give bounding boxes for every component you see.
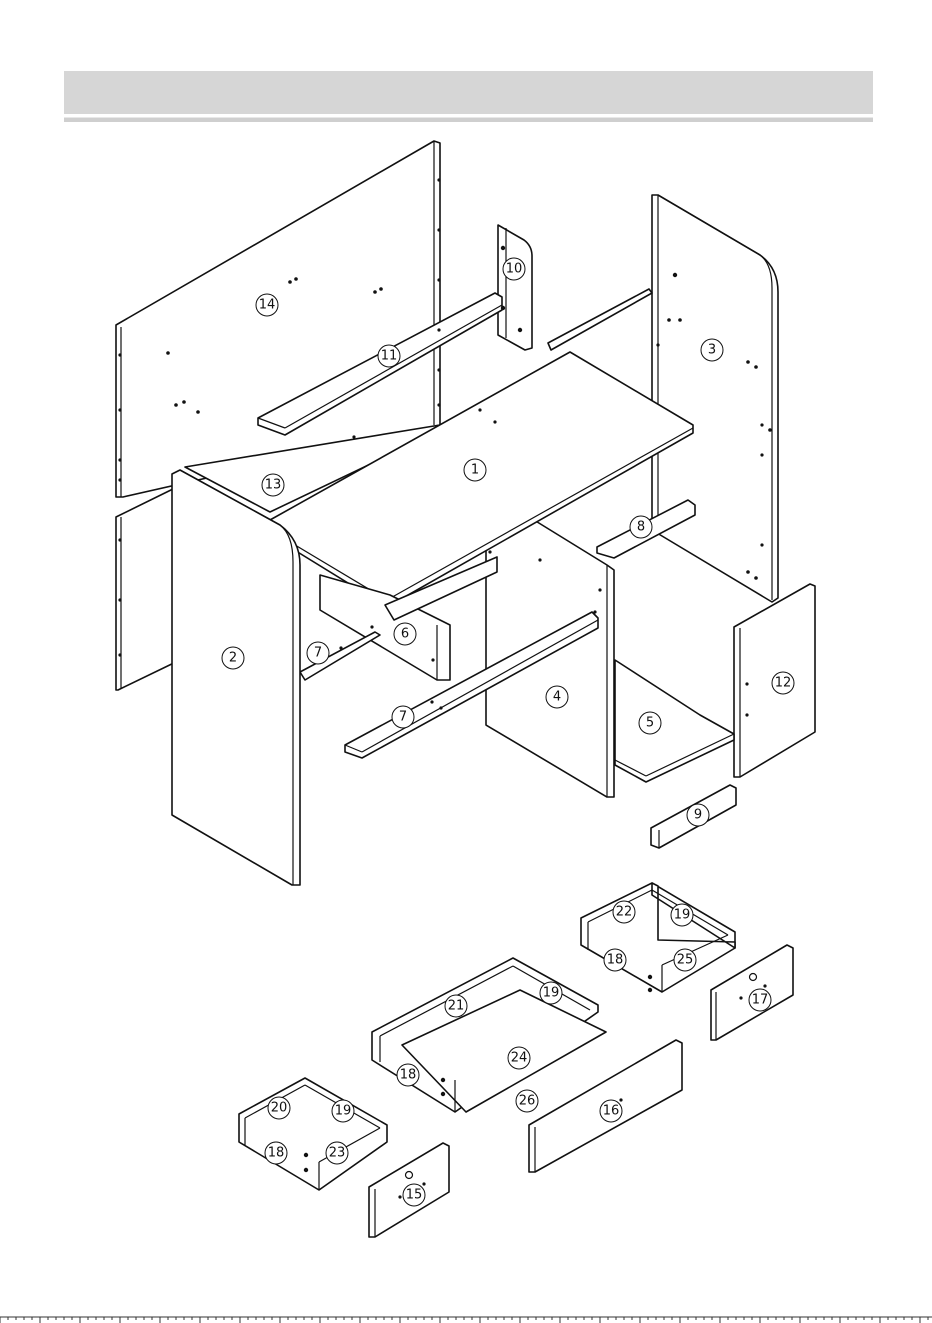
callout-23: 23: [326, 1142, 348, 1164]
callout-17: 17: [749, 989, 771, 1011]
svg-text:18: 18: [607, 953, 624, 968]
svg-text:9: 9: [694, 808, 702, 823]
svg-text:15: 15: [406, 1188, 423, 1203]
callout-19-right: 19: [671, 904, 693, 926]
svg-text:20: 20: [271, 1101, 288, 1116]
callout-8: 8: [630, 516, 652, 538]
drawer-center-box: [372, 958, 606, 1112]
svg-text:7: 7: [314, 646, 322, 661]
left-side-panel: [172, 470, 300, 885]
bottom-ruler: [0, 1316, 932, 1323]
callout-19-left: 19: [332, 1100, 354, 1122]
drawer-right-box: [581, 883, 735, 992]
dowel-rod: [548, 289, 652, 350]
callout-9: 9: [687, 804, 709, 826]
svg-text:4: 4: [553, 690, 561, 705]
callout-15: 15: [403, 1184, 425, 1206]
callout-24: 24: [508, 1047, 530, 1069]
callout-1: 1: [464, 459, 486, 481]
svg-text:25: 25: [677, 953, 694, 968]
svg-text:1: 1: [471, 463, 479, 478]
callout-4: 4: [546, 686, 568, 708]
callout-13: 13: [262, 474, 284, 496]
callout-12: 12: [772, 672, 794, 694]
svg-text:23: 23: [329, 1146, 346, 1161]
svg-text:2: 2: [229, 651, 237, 666]
drawer-left-box: [239, 1078, 387, 1190]
svg-text:14: 14: [259, 298, 276, 313]
callout-11: 11: [378, 345, 400, 367]
svg-text:19: 19: [543, 986, 560, 1001]
svg-text:5: 5: [646, 716, 654, 731]
callout-6: 6: [394, 623, 416, 645]
callout-3: 3: [701, 339, 723, 361]
callout-16: 16: [600, 1100, 622, 1122]
right-side-panel: [652, 195, 778, 602]
svg-text:18: 18: [400, 1068, 417, 1083]
callout-18-left: 18: [265, 1142, 287, 1164]
svg-text:19: 19: [335, 1104, 352, 1119]
callout-25: 25: [674, 949, 696, 971]
svg-text:19: 19: [674, 908, 691, 923]
svg-text:13: 13: [265, 478, 282, 493]
callout-10: 10: [503, 258, 525, 280]
svg-text:7: 7: [399, 710, 407, 725]
svg-text:10: 10: [506, 262, 523, 277]
svg-text:26: 26: [519, 1094, 536, 1109]
callout-21: 21: [445, 995, 467, 1017]
svg-text:18: 18: [268, 1146, 285, 1161]
callout-7-rear: 7: [307, 642, 329, 664]
svg-text:21: 21: [448, 999, 465, 1014]
svg-text:12: 12: [775, 676, 792, 691]
callout-19-center: 19: [540, 982, 562, 1004]
svg-text:6: 6: [401, 627, 409, 642]
callout-18-center: 18: [397, 1064, 419, 1086]
callout-5: 5: [639, 712, 661, 734]
svg-text:22: 22: [616, 905, 633, 920]
svg-text:17: 17: [752, 993, 769, 1008]
callout-26: 26: [516, 1090, 538, 1112]
svg-text:3: 3: [708, 343, 716, 358]
callout-18-right: 18: [604, 949, 626, 971]
callout-22: 22: [613, 901, 635, 923]
bracket: [498, 225, 532, 350]
callout-2: 2: [222, 647, 244, 669]
svg-text:16: 16: [603, 1104, 620, 1119]
back-panel-lower: [116, 488, 180, 690]
callout-7-front: 7: [392, 706, 414, 728]
svg-text:24: 24: [511, 1051, 528, 1066]
callout-20: 20: [268, 1097, 290, 1119]
svg-text:8: 8: [637, 520, 645, 535]
svg-text:11: 11: [381, 349, 398, 364]
callout-14: 14: [256, 294, 278, 316]
bottom-shelf: [615, 660, 734, 782]
